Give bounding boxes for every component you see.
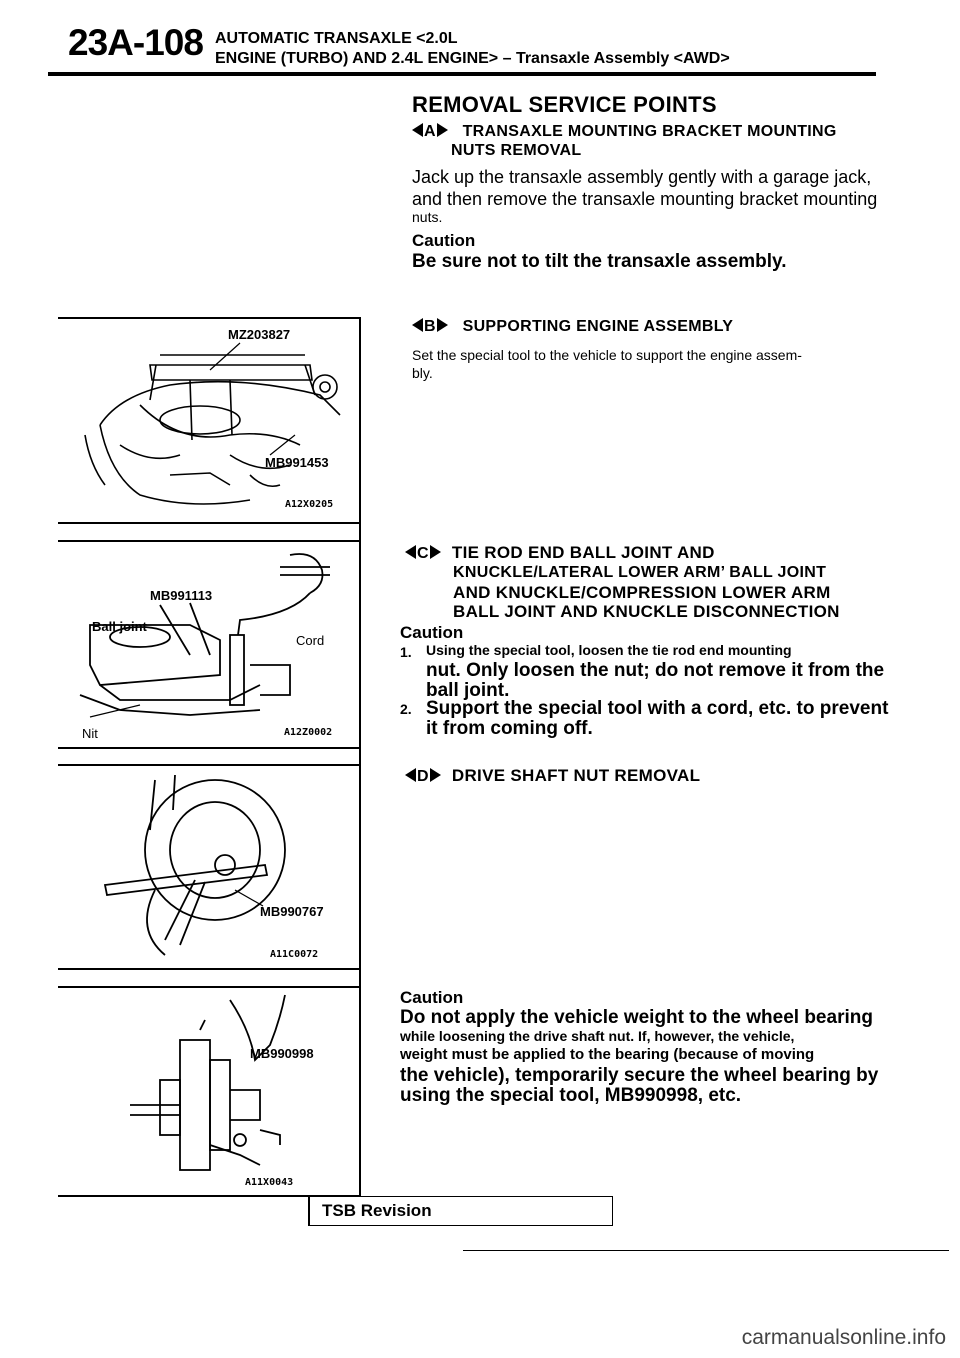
step-c-heading-line3: AND KNUCKLE/COMPRESSION LOWER ARM	[453, 583, 831, 602]
figure-frame-line	[58, 540, 360, 542]
fig4-tool-label: MB990998	[250, 1046, 314, 1061]
fig4-code: A11X0043	[245, 1177, 293, 1188]
figure-drive-shaft-nut: MB990767 A11C0072	[103, 774, 324, 960]
step-d-caution-label: Caution	[400, 988, 464, 1007]
header-title-line1: AUTOMATIC TRANSAXLE <2.0L	[215, 30, 458, 47]
fig3-code: A11C0072	[270, 949, 318, 960]
watermark: carmanualsonline.info	[741, 1326, 946, 1349]
step-c-heading-line2: KNUCKLE/LATERAL LOWER ARM’ BALL JOINT	[453, 564, 827, 581]
step-b-body-line1: Set the special tool to the vehicle to s…	[412, 347, 802, 363]
step-a-caution-label: Caution	[412, 231, 476, 250]
step-c-item2-number: 2.	[400, 701, 412, 717]
triangle-left-icon	[405, 545, 416, 559]
step-c-item2-line1: Support the special tool with a cord, et…	[426, 698, 889, 719]
fig3-tool-label: MB990767	[260, 904, 324, 919]
tsb-revision-label: TSB Revision	[322, 1201, 432, 1220]
step-d-marker: D	[405, 766, 441, 785]
step-d-caution-line2: while loosening the drive shaft nut. If,…	[400, 1028, 795, 1044]
header-rule	[48, 72, 876, 76]
step-a-body-line3: nuts.	[412, 209, 443, 225]
step-c-marker: C	[405, 543, 441, 562]
step-c-heading-line1: TIE ROD END BALL JOINT AND	[451, 543, 715, 562]
fig1-tool2-label: MB991453	[265, 455, 329, 470]
step-c-caution-label: Caution	[400, 623, 464, 642]
step-b-body-line2: bly.	[412, 365, 433, 381]
figure-frame-line	[58, 968, 360, 970]
figure-frame-line	[58, 986, 360, 988]
step-b-marker: B	[412, 318, 448, 335]
step-d-caution-line3: weight must be applied to the bearing (b…	[400, 1046, 815, 1063]
fig2-tool-label: MB991113	[150, 588, 212, 603]
step-d-caution-line5: using the special tool, MB990998, etc.	[400, 1085, 742, 1106]
step-c-item1-line1: Using the special tool, loosen the tie r…	[426, 642, 792, 658]
triangle-right-icon	[436, 123, 448, 137]
figure-frame-line	[58, 1195, 360, 1197]
page-number: 23A-108	[68, 22, 204, 63]
step-b-heading-text: SUPPORTING ENGINE ASSEMBLY	[462, 318, 734, 335]
bottom-rule	[463, 1250, 949, 1251]
figure-frame-line	[359, 317, 361, 1197]
tsb-revision-box	[308, 1196, 613, 1226]
step-c-heading-line4: BALL JOINT AND KNUCKLE DISCONNECTION	[453, 602, 840, 621]
step-a-heading-line1: TRANSAXLE MOUNTING BRACKET MOUNTING	[462, 123, 837, 140]
triangle-left-icon	[412, 318, 423, 332]
fig1-tool1-label: MZ203827	[228, 327, 290, 342]
figure-ball-joint-tool: MB991113 Ball joint Cord Nit A12Z0002	[79, 553, 332, 740]
figure-frame-line	[58, 764, 360, 766]
fig2-cord-label: Cord	[296, 633, 324, 648]
fig1-code: A12X0205	[285, 499, 333, 510]
fig2-ball-joint-label: Ball joint	[92, 619, 148, 634]
figure-frame-line	[58, 522, 360, 524]
step-c-item1-number: 1.	[400, 644, 412, 660]
step-c-item2-line2: it from coming off.	[426, 718, 593, 739]
step-d-heading-text: DRIVE SHAFT NUT REMOVAL	[451, 766, 701, 785]
step-a-body-line1: Jack up the transaxle assembly gently wi…	[412, 167, 872, 187]
triangle-right-icon	[429, 768, 441, 782]
section-title: REMOVAL SERVICE POINTS	[412, 92, 717, 117]
step-a-heading-line2: NUTS REMOVAL	[451, 142, 582, 159]
triangle-left-icon	[405, 768, 416, 782]
header-title-line2: ENGINE (TURBO) AND 2.4L ENGINE> – Transa…	[215, 50, 730, 67]
step-a-body-line2: and then remove the transaxle mounting b…	[412, 189, 878, 209]
step-c-item1-line3: ball joint.	[426, 680, 510, 701]
step-d-heading: D DRIVE SHAFT NUT REMOVAL	[405, 766, 700, 786]
step-d-caution-line4: the vehicle), temporarily secure the whe…	[400, 1065, 879, 1086]
triangle-right-icon	[429, 545, 441, 559]
figure-wheel-bearing-tool: MB990998 A11X0043	[130, 994, 314, 1188]
figure-frame-line	[58, 747, 360, 749]
step-c-item1-line2: nut. Only loosen the nut; do not remove …	[426, 660, 885, 681]
step-b-heading: B SUPPORTING ENGINE ASSEMBLY	[412, 318, 733, 336]
figure-frame-line	[58, 317, 360, 319]
fig2-nut-label: Nit	[82, 726, 98, 740]
step-c-heading: C TIE ROD END BALL JOINT AND	[405, 543, 715, 563]
step-d-caution-line1: Do not apply the vehicle weight to the w…	[400, 1007, 873, 1028]
step-a-caution-text: Be sure not to tilt the transaxle assemb…	[412, 251, 787, 272]
step-a-marker: A	[412, 123, 448, 140]
step-a-heading: A TRANSAXLE MOUNTING BRACKET MOUNTING	[412, 123, 837, 141]
triangle-right-icon	[436, 318, 448, 332]
triangle-left-icon	[412, 123, 423, 137]
figure-engine-support: MZ203827 MB991453 A12X0205	[84, 327, 341, 510]
fig2-code: A12Z0002	[284, 727, 332, 738]
